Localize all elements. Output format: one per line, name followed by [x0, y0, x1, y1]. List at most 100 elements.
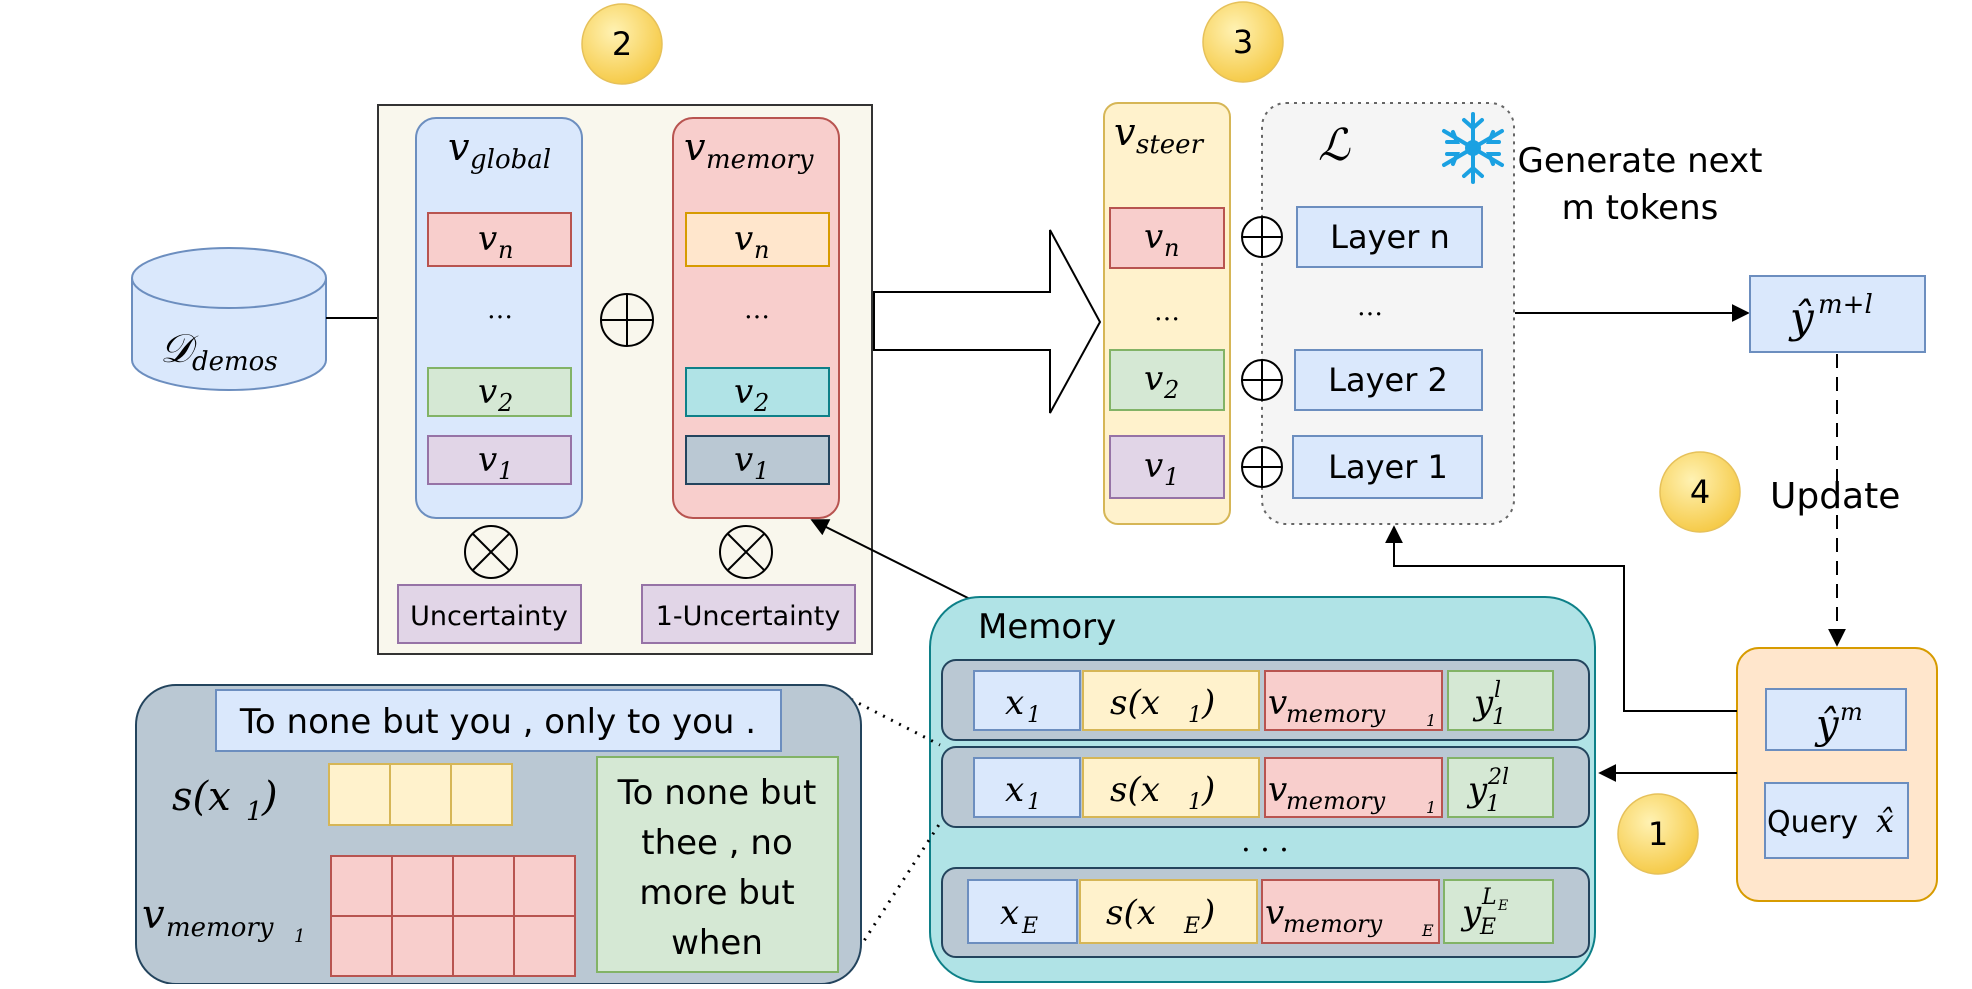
otimes-icon-global: [464, 525, 518, 579]
detail-panel: To none but you , only to you . s(x 1 ) …: [135, 684, 862, 985]
entryE-y-sub: E: [1479, 915, 1496, 940]
layer-1-box: [1292, 435, 1483, 499]
continuation-box: [596, 756, 839, 973]
memory-row-n-sub: n: [754, 236, 769, 264]
continuation-line-1: To none but: [617, 773, 817, 813]
uncertainty-label: Uncertainty: [410, 601, 568, 632]
memory-row-ellipsis: …: [744, 295, 770, 325]
generate-text-line2: m tokens: [1562, 188, 1719, 228]
score-cells: [328, 763, 513, 826]
global-title-sub: global: [470, 145, 551, 175]
one-minus-uncertainty-label: 1-Uncertainty: [656, 601, 841, 632]
entry2-s-sub: 1: [1188, 790, 1202, 815]
steer-row-1-v: v: [1144, 446, 1163, 486]
entry2-y-sub: 1: [1486, 792, 1500, 817]
global-row-n-v: v: [478, 219, 497, 259]
memory-ellipsis: · · ·: [1241, 833, 1289, 868]
entry2-y-sup: 2l: [1487, 765, 1509, 790]
detail-s-label-sub: 1: [246, 797, 263, 827]
memory-row-n: [685, 212, 830, 267]
memory-row-2-sub: 2: [753, 389, 769, 417]
entry1-y-sup: l: [1494, 678, 1501, 703]
global-row-n: [427, 212, 572, 267]
global-row-1-sub: 1: [498, 457, 513, 485]
continuation-line-4: when: [671, 923, 763, 963]
entryE-x-sub: E: [1021, 914, 1038, 939]
memory-store: Memory x 1 s(x 1 ) v memory 1 y 1 l x 1 …: [929, 596, 1596, 983]
layer-1-label: Layer 1: [1328, 448, 1448, 486]
detail-s-label: s(x: [172, 774, 231, 820]
layer-2-label: Layer 2: [1328, 361, 1448, 399]
arrow-query-to-model: [1385, 525, 1737, 712]
step-badge-1: 1: [1617, 793, 1699, 875]
entry1-x-sub: 1: [1027, 703, 1041, 728]
entry2-x: x: [1005, 770, 1024, 810]
query-panel: ŷ m Query x̂: [1736, 647, 1938, 902]
step-badge-3-label: 3: [1233, 23, 1253, 61]
uncertainty-box: [397, 584, 582, 644]
steer-row-n: [1109, 207, 1225, 269]
memory-vector-cells: [330, 855, 576, 977]
memory-row-n-v: v: [734, 219, 753, 259]
entryE-vm-subsub: E: [1421, 921, 1434, 940]
entry2-vm: v: [1268, 770, 1287, 810]
entry1-x: x: [1005, 683, 1024, 723]
entryE-vm-sub: memory: [1283, 910, 1383, 938]
global-vector-block: v global v n … v 2 v 1: [415, 117, 583, 519]
output-y: ŷ: [1788, 293, 1815, 342]
entry2-x-sub: 1: [1027, 790, 1041, 815]
layer-2-box: [1294, 349, 1483, 411]
steer-title: v: [1114, 110, 1136, 154]
output-sup: m+l: [1818, 290, 1873, 320]
model-symbol: ℒ: [1318, 120, 1351, 171]
layer-n-label: Layer n: [1330, 218, 1450, 256]
layer-n-box: [1296, 206, 1483, 268]
memory-row-1: [685, 435, 830, 485]
entry2-s-end: ): [1201, 770, 1215, 810]
global-row-2: [427, 367, 572, 417]
one-minus-uncertainty-box: [641, 584, 856, 644]
step-badge-4-label: 4: [1690, 473, 1710, 511]
steer-vector-block: v steer v n … v 2 v 1: [1103, 102, 1231, 525]
memory-title: v: [684, 125, 706, 169]
entry1-y: y: [1472, 683, 1494, 723]
steer-row-n-v: v: [1144, 217, 1163, 257]
query-x: x̂: [1876, 802, 1894, 840]
memory-store-title: Memory: [978, 607, 1116, 647]
step-badge-2: 2: [581, 3, 663, 85]
oplus-icon: [600, 293, 654, 347]
entryE-s-end: ): [1201, 893, 1215, 933]
entry1-s-end: ): [1201, 683, 1215, 723]
entryE-s-sub: E: [1183, 914, 1200, 939]
entryE-s: s(x: [1106, 893, 1156, 933]
entry1-vm-sub: memory: [1286, 700, 1386, 728]
steer-row-n-sub: n: [1164, 234, 1179, 262]
dotted-connector-top: [826, 685, 941, 747]
oplus-layer-2: [1241, 359, 1283, 401]
steer-row-2-sub: 2: [1163, 376, 1179, 404]
demos-subscript: demos: [192, 347, 278, 377]
entry2-vm-sub: memory: [1286, 787, 1386, 815]
detail-sentence: To none but you , only to you .: [239, 702, 756, 742]
detail-sentence-box: [215, 689, 782, 752]
oplus-layer-1: [1241, 446, 1283, 488]
query-label: Query: [1767, 805, 1858, 840]
detail-s-label-end: ): [261, 774, 278, 820]
steer-title-sub: steer: [1136, 130, 1205, 160]
query-y: ŷ: [1814, 702, 1840, 748]
memory-row-1-v: v: [734, 440, 753, 480]
memory-row-1-sub: 1: [754, 457, 769, 485]
entryE-y-sup: L: [1481, 885, 1497, 910]
entry1-y-sub: 1: [1492, 705, 1506, 730]
detail-v-label: v: [142, 892, 165, 938]
memory-vector-block: v memory v n … v 2 v 1: [672, 117, 840, 519]
step-badge-4: 4: [1659, 451, 1741, 533]
memory-title-sub: memory: [706, 145, 814, 175]
steer-row-1-sub: 1: [1164, 463, 1179, 491]
query-y-sup: m: [1840, 698, 1863, 726]
memory-row-2: [685, 367, 830, 417]
entryE-y-supsub: E: [1497, 898, 1508, 914]
global-row-n-sub: n: [498, 236, 513, 264]
entry1-s-sub: 1: [1188, 703, 1202, 728]
